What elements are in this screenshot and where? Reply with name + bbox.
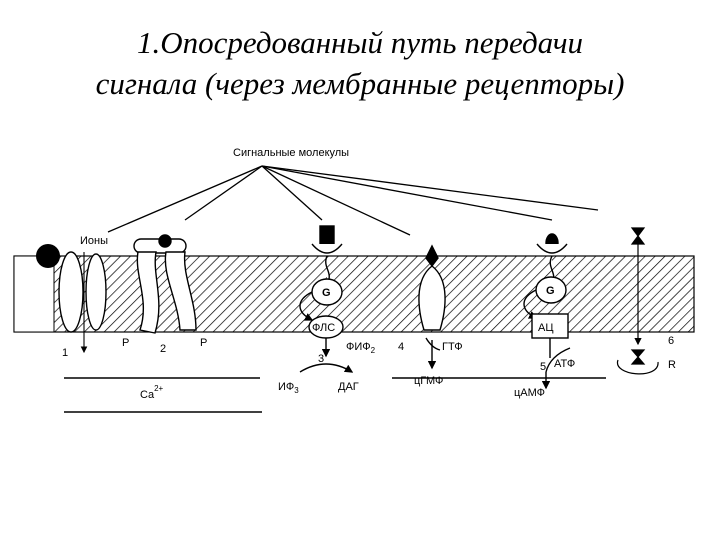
signal-molecules-label: Сигнальные молекулы (233, 147, 349, 159)
intracellular-receptor (617, 227, 659, 375)
g-protein-label-2: G (546, 285, 555, 297)
camp-label: цАМФ (514, 387, 545, 399)
dag-label: ДАГ (338, 381, 359, 393)
membrane-bilayer (13, 255, 695, 333)
pip2-label: ФИФ2 (346, 341, 376, 355)
guanylate-cyclase-receptor (418, 244, 446, 370)
ac-label: АЦ (538, 322, 553, 334)
receptor-r-label: R (668, 359, 676, 371)
pathway-number-3: 3 (318, 353, 324, 365)
pathway-number-6: 6 (668, 335, 674, 347)
ion-channel (13, 244, 107, 354)
pathway-number-2: 2 (160, 343, 166, 355)
title-line-2: сигнала (через мембранные рецепторы) (95, 66, 625, 101)
kinase-receptor (133, 234, 197, 334)
plc-label: ФЛС (312, 322, 335, 334)
ip3-label: ИФ3 (278, 381, 299, 395)
pathway-number-1: 1 (62, 347, 68, 359)
atp-label: АТФ (554, 358, 575, 370)
pathway-number-5: 5 (540, 361, 546, 373)
gtp-label: ГТФ (442, 341, 463, 353)
slide-title: 1.Опосредованный путь передачи сигнала (… (0, 22, 720, 104)
phosphate-left: P (122, 337, 129, 349)
gpcr-plc-receptor (299, 225, 354, 373)
cytoplasm-lines (64, 377, 606, 413)
gpcr-ac-receptor (523, 233, 571, 390)
pathway-number-4: 4 (398, 341, 404, 353)
ions-label: Ионы (80, 235, 108, 247)
cgmp-label: цГМФ (414, 375, 443, 387)
g-protein-label-1: G (322, 287, 331, 299)
calcium-label: Ca2+ (140, 384, 164, 401)
signal-rays (107, 165, 599, 236)
title-line-1: 1.Опосредованный путь передачи (136, 25, 584, 60)
phosphate-right: P (200, 337, 207, 349)
